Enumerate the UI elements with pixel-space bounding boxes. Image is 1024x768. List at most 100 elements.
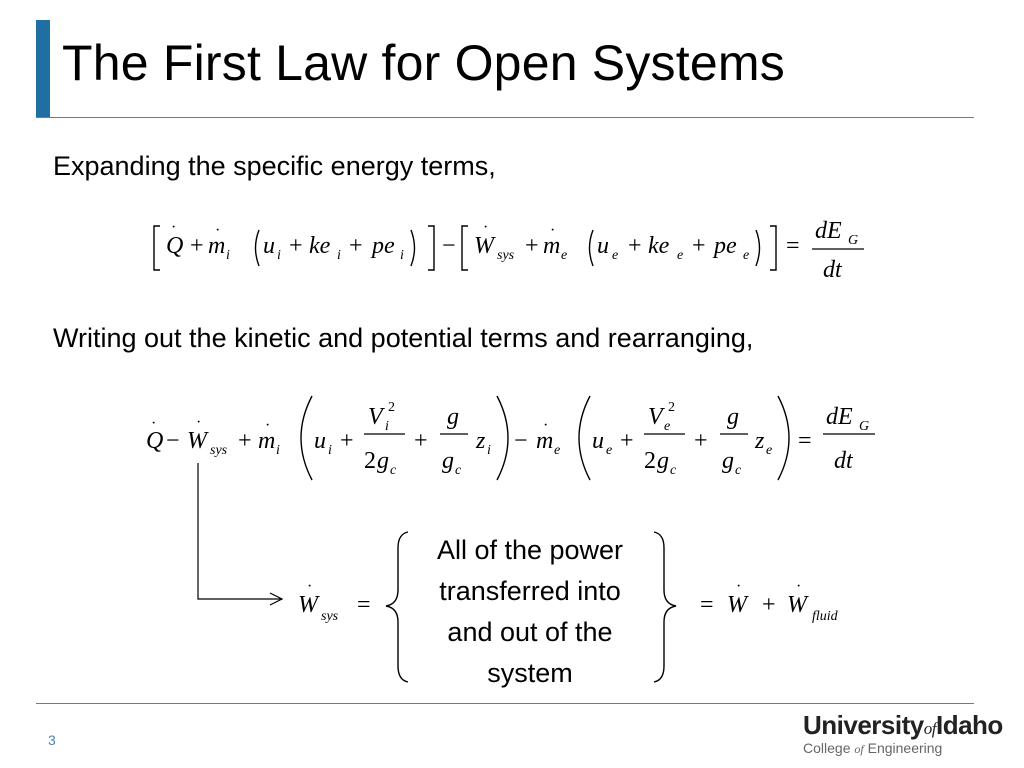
svg-text:i: i: [400, 248, 404, 263]
brace-line: and out of the: [447, 617, 613, 647]
svg-text:+: +: [620, 428, 634, 454]
svg-text:sys: sys: [210, 443, 228, 458]
svg-text:u: u: [592, 428, 604, 454]
svg-text:i: i: [487, 443, 491, 458]
right-brace: [653, 531, 677, 683]
svg-text:W: W: [298, 592, 320, 618]
svg-text:g: g: [442, 448, 454, 474]
text-writing: Writing out the kinetic and potential te…: [53, 323, 754, 353]
svg-text:m: m: [543, 233, 560, 259]
svg-text:+: +: [190, 233, 204, 259]
svg-text:dE: dE: [826, 404, 853, 430]
svg-text:i: i: [328, 443, 332, 458]
svg-text:V: V: [368, 404, 385, 430]
svg-text:·: ·: [265, 417, 270, 434]
svg-text:i: i: [277, 248, 281, 263]
svg-text:pe: pe: [370, 233, 395, 259]
svg-text:i: i: [226, 248, 230, 263]
brace-line: transferred into: [439, 576, 621, 606]
svg-text:W: W: [474, 233, 496, 259]
svg-text:c: c: [735, 463, 742, 478]
svg-text:g: g: [377, 448, 389, 474]
svg-text:sys: sys: [497, 248, 515, 263]
svg-text:+: +: [692, 233, 706, 259]
svg-text:g: g: [727, 404, 739, 430]
svg-text:u: u: [263, 233, 275, 259]
svg-text:c: c: [390, 463, 397, 478]
svg-text:fluid: fluid: [812, 609, 839, 624]
svg-text:u: u: [597, 233, 609, 259]
svg-text:m: m: [536, 428, 553, 454]
svg-text:+: +: [414, 428, 428, 454]
svg-text:c: c: [670, 463, 677, 478]
svg-text:=: =: [700, 592, 714, 618]
equation-energy-balance: Q · + m · i u i + ke i + pe i − W · sys …: [153, 218, 864, 283]
footer-divider: [36, 703, 974, 704]
svg-text:·: ·: [483, 219, 488, 236]
svg-text:+: +: [349, 233, 363, 259]
left-brace: [385, 531, 409, 683]
svg-text:W: W: [787, 592, 809, 618]
svg-text:c: c: [455, 463, 462, 478]
svg-text:i: i: [385, 419, 389, 434]
svg-text:+: +: [525, 233, 539, 259]
page-number: 3: [48, 732, 56, 748]
svg-text:+: +: [694, 428, 708, 454]
brace-line: All of the power: [436, 535, 624, 565]
svg-text:i: i: [337, 248, 341, 263]
svg-text:+: +: [238, 428, 252, 454]
svg-text:i: i: [276, 443, 280, 458]
svg-text:2: 2: [388, 400, 395, 415]
svg-text:e: e: [766, 443, 772, 458]
svg-text:z: z: [475, 428, 486, 454]
logo-college: College of Engineering: [803, 740, 943, 756]
svg-text:e: e: [743, 248, 749, 263]
svg-text:·: ·: [196, 414, 201, 431]
svg-text:=: =: [357, 592, 371, 618]
svg-text:·: ·: [215, 222, 220, 239]
equation-expanded: Q · − W · sys + m · i u i + V 2 i 2 g c …: [146, 395, 875, 481]
svg-text:=: =: [798, 428, 812, 454]
svg-text:e: e: [677, 248, 683, 263]
svg-text:−: −: [442, 233, 456, 259]
arrow-connector: [197, 463, 284, 606]
svg-text:ke: ke: [648, 233, 670, 259]
svg-text:=: =: [786, 233, 800, 259]
text-expanding: Expanding the specific energy terms,: [53, 151, 496, 181]
svg-text:2: 2: [644, 448, 656, 474]
svg-text:·: ·: [171, 219, 176, 236]
svg-text:G: G: [859, 419, 869, 434]
brace-line: system: [487, 658, 573, 688]
svg-text:e: e: [606, 443, 612, 458]
svg-text:·: ·: [550, 222, 555, 239]
svg-text:m: m: [208, 233, 225, 259]
svg-text:·: ·: [543, 417, 548, 434]
svg-text:G: G: [848, 233, 858, 248]
logo-wordmark: UniversityofIdaho: [803, 710, 1003, 740]
svg-text:·: ·: [736, 578, 741, 595]
svg-text:dt: dt: [834, 448, 854, 474]
svg-text:+: +: [340, 428, 354, 454]
equation-work-definition: W · sys = = W · + W · fluid: [298, 531, 839, 683]
svg-text:Q: Q: [146, 428, 163, 454]
svg-text:·: ·: [796, 578, 801, 595]
brace-description: All of the power transferred into and ou…: [405, 530, 655, 694]
svg-text:m: m: [258, 428, 275, 454]
svg-text:·: ·: [151, 415, 156, 432]
svg-text:g: g: [722, 448, 734, 474]
svg-text:sys: sys: [321, 609, 339, 624]
svg-text:·: ·: [307, 578, 312, 595]
svg-text:+: +: [628, 233, 642, 259]
svg-text:+: +: [762, 592, 776, 618]
svg-text:e: e: [612, 248, 618, 263]
svg-text:e: e: [664, 419, 670, 434]
svg-text:−: −: [166, 428, 180, 454]
svg-text:g: g: [447, 404, 459, 430]
svg-text:g: g: [657, 448, 669, 474]
svg-text:dt: dt: [823, 257, 843, 283]
svg-text:W: W: [187, 428, 209, 454]
slide-title: The First Law for Open Systems: [62, 35, 785, 91]
svg-text:+: +: [289, 233, 303, 259]
svg-text:e: e: [561, 248, 567, 263]
